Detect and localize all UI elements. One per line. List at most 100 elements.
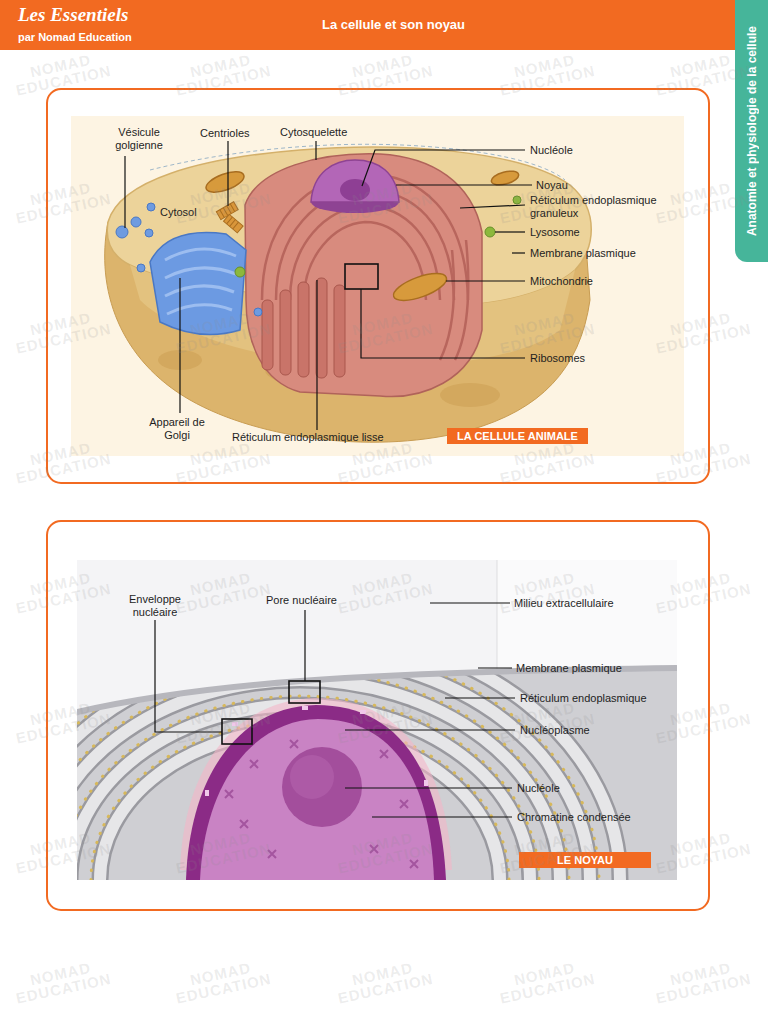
reticulum (334, 285, 345, 377)
watermark: NOMAD EDUCATION (6, 565, 118, 617)
mitochondria (203, 168, 520, 306)
nucleus (311, 160, 399, 202)
cell-illustration (71, 116, 684, 456)
watermark: NOMAD EDUCATION (6, 435, 118, 487)
watermark: NOMAD EDUCATION (328, 825, 440, 877)
vesicles (145, 229, 153, 237)
nucleus-illustration (282, 747, 362, 827)
leader-line (289, 681, 320, 703)
nucleus-illustration (360, 710, 366, 714)
watermark: NOMAD EDUCATION (166, 47, 278, 99)
centrioles (220, 204, 235, 218)
leader-line (315, 141, 316, 160)
watermark: NOMAD EDUCATION (490, 175, 602, 227)
cell-illustration (71, 116, 684, 456)
leader-line (125, 141, 532, 430)
nucleus-illustration (290, 740, 298, 748)
watermark: NOMAD EDUCATION (166, 435, 278, 487)
nucleus-illustration (232, 722, 238, 726)
nucleus-illustration (302, 706, 308, 710)
brand-subtitle: par Nomad Education (18, 31, 132, 43)
golgi-apparatus (165, 268, 236, 278)
watermark: NOMAD EDUCATION (166, 305, 278, 357)
watermark: NOMAD EDUCATION (646, 435, 758, 487)
reticulum (245, 154, 482, 397)
side-tab: Anatomie et physiologie de la cellule (735, 0, 768, 262)
brand-name: Les Essentiels (18, 4, 128, 26)
watermark: NOMAD EDUCATION (646, 305, 758, 357)
part-label: Chromatine condensée (517, 811, 631, 824)
nucleus-illustration (290, 755, 334, 799)
part-label: Vésicule golgienne (108, 126, 170, 152)
watermark: NOMAD EDUCATION (328, 435, 440, 487)
leader-line (179, 278, 180, 413)
vesicles (131, 217, 141, 227)
leader-line (446, 280, 525, 281)
reticulum (245, 154, 482, 397)
reticulum (298, 282, 309, 377)
nucleus (340, 179, 370, 201)
centrioles (216, 202, 243, 233)
nucleus (311, 160, 399, 213)
leader-line (124, 156, 125, 228)
watermark: NOMAD EDUCATION (328, 565, 440, 617)
centrioles (224, 214, 244, 232)
leader-line (362, 150, 525, 186)
watermark: NOMAD EDUCATION (6, 825, 118, 877)
nucleus-illustration (410, 860, 418, 868)
leader-line (495, 231, 525, 232)
watermark: NOMAD EDUCATION (6, 47, 118, 99)
part-label: Milieu extracellulaire (514, 597, 614, 610)
watermark: NOMAD EDUCATION (6, 695, 118, 747)
part-label: Nucléole (530, 144, 573, 157)
watermark: NOMAD EDUCATION (166, 955, 278, 1007)
part-label: Cytosol (160, 206, 197, 219)
reticulum (455, 240, 468, 360)
reticulum (280, 290, 291, 375)
figure-badge: LE NOYAU (519, 852, 651, 868)
watermark: NOMAD EDUCATION (646, 955, 758, 1007)
nucleus-illustration (200, 719, 434, 880)
leader-line (460, 205, 525, 208)
part-label: Réticulum endoplasmique (520, 692, 647, 705)
figure-badge: LA CELLULE ANIMALE (447, 428, 588, 444)
part-label: Membrane plasmique (516, 662, 622, 675)
nucleus-illustration (380, 750, 388, 758)
watermark: NOMAD EDUCATION (328, 175, 440, 227)
cell-illustration (440, 383, 500, 407)
watermark: NOMAD EDUCATION (490, 695, 602, 747)
part-label: Réticulum endoplasmique granuleux (530, 194, 668, 220)
leader-line (345, 787, 512, 788)
nucleus-illustration (77, 705, 530, 880)
leader-line (316, 280, 317, 430)
watermark: NOMAD EDUCATION (490, 435, 602, 487)
vesicles (137, 264, 145, 272)
watermark: NOMAD EDUCATION (328, 47, 440, 99)
part-label: Nucléoplasme (520, 724, 590, 737)
nucleus-illustration (77, 560, 677, 880)
golgi-apparatus (165, 249, 236, 260)
nucleus-illustration (225, 790, 233, 798)
reticulum (262, 300, 273, 370)
leader-line (512, 252, 525, 253)
vesicles (116, 203, 262, 316)
watermark: NOMAD EDUCATION (6, 955, 118, 1007)
watermark: NOMAD EDUCATION (490, 305, 602, 357)
watermark: NOMAD EDUCATION (6, 305, 118, 357)
part-label: Ribosomes (530, 352, 585, 365)
leader-line (345, 264, 378, 289)
nucleus-illustration (186, 705, 446, 880)
part-label: Lysosome (530, 226, 580, 239)
nucleus-illustration (370, 845, 378, 853)
leader-line (345, 729, 515, 730)
golgi-apparatus (150, 233, 246, 335)
part-label: Noyau (536, 179, 568, 192)
nucleus-illustration (77, 668, 677, 712)
part-label: Nucléole (517, 782, 560, 795)
badge-text: LE NOYAU (557, 852, 613, 868)
watermark: NOMAD EDUCATION (166, 565, 278, 617)
watermark: NOMAD EDUCATION (6, 175, 118, 227)
part-label: Centrioles (200, 127, 250, 140)
